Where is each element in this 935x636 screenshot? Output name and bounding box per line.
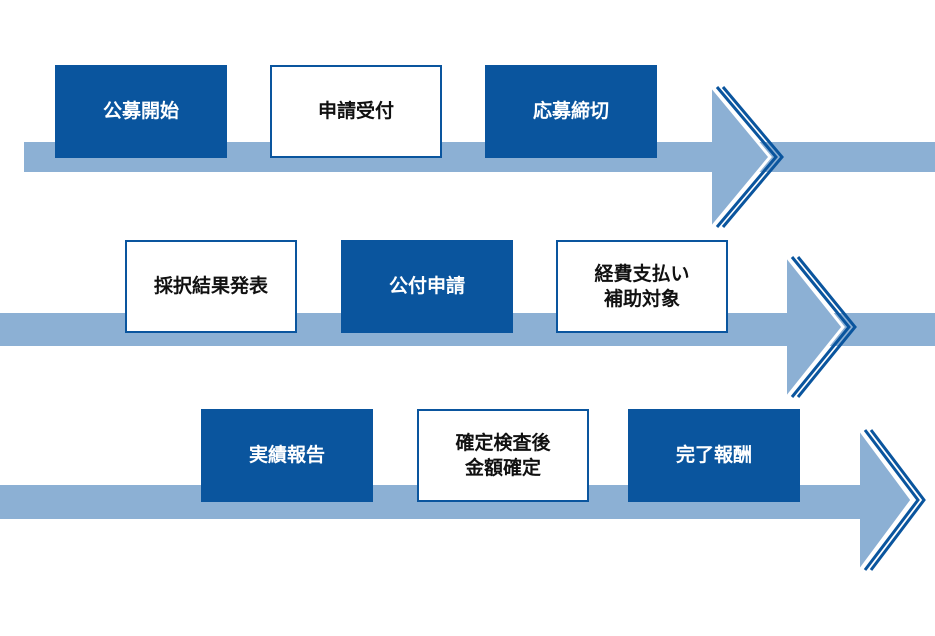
arrow-chevron-row-2 <box>787 257 843 397</box>
step-box-row-1-3: 応募締切 <box>485 65 657 158</box>
arrow-chevron-line-row-2b <box>790 256 851 398</box>
step-box-row-2-2: 公付申請 <box>341 240 513 333</box>
arrow-chevron-line-row-3c <box>869 429 926 571</box>
arrow-chevron-line-row-3a <box>858 429 914 571</box>
arrow-chevron-line-row-1c <box>721 86 784 228</box>
step-box-row-2-1: 採択結果発表 <box>125 240 297 333</box>
arrow-chevron-line-row-2c <box>796 256 857 398</box>
arrow-chevron-line-row-2a <box>785 256 845 398</box>
step-box-row-1-2: 申請受付 <box>270 65 442 158</box>
arrow-chevron-line-row-3b <box>863 429 920 571</box>
arrow-chevron-line-row-1b <box>715 86 778 228</box>
arrow-chevron-row-3 <box>860 430 912 570</box>
step-box-row-1-1: 公募開始 <box>55 65 227 158</box>
step-box-row-3-1: 実績報告 <box>201 409 373 502</box>
arrow-chevron-row-1 <box>712 87 770 227</box>
step-box-row-2-3: 経費支払い 補助対象 <box>556 240 728 333</box>
step-box-row-3-3: 完了報酬 <box>628 409 800 502</box>
step-box-row-3-2: 確定検査後 金額確定 <box>417 409 589 502</box>
arrow-chevron-line-row-1a <box>710 86 772 228</box>
